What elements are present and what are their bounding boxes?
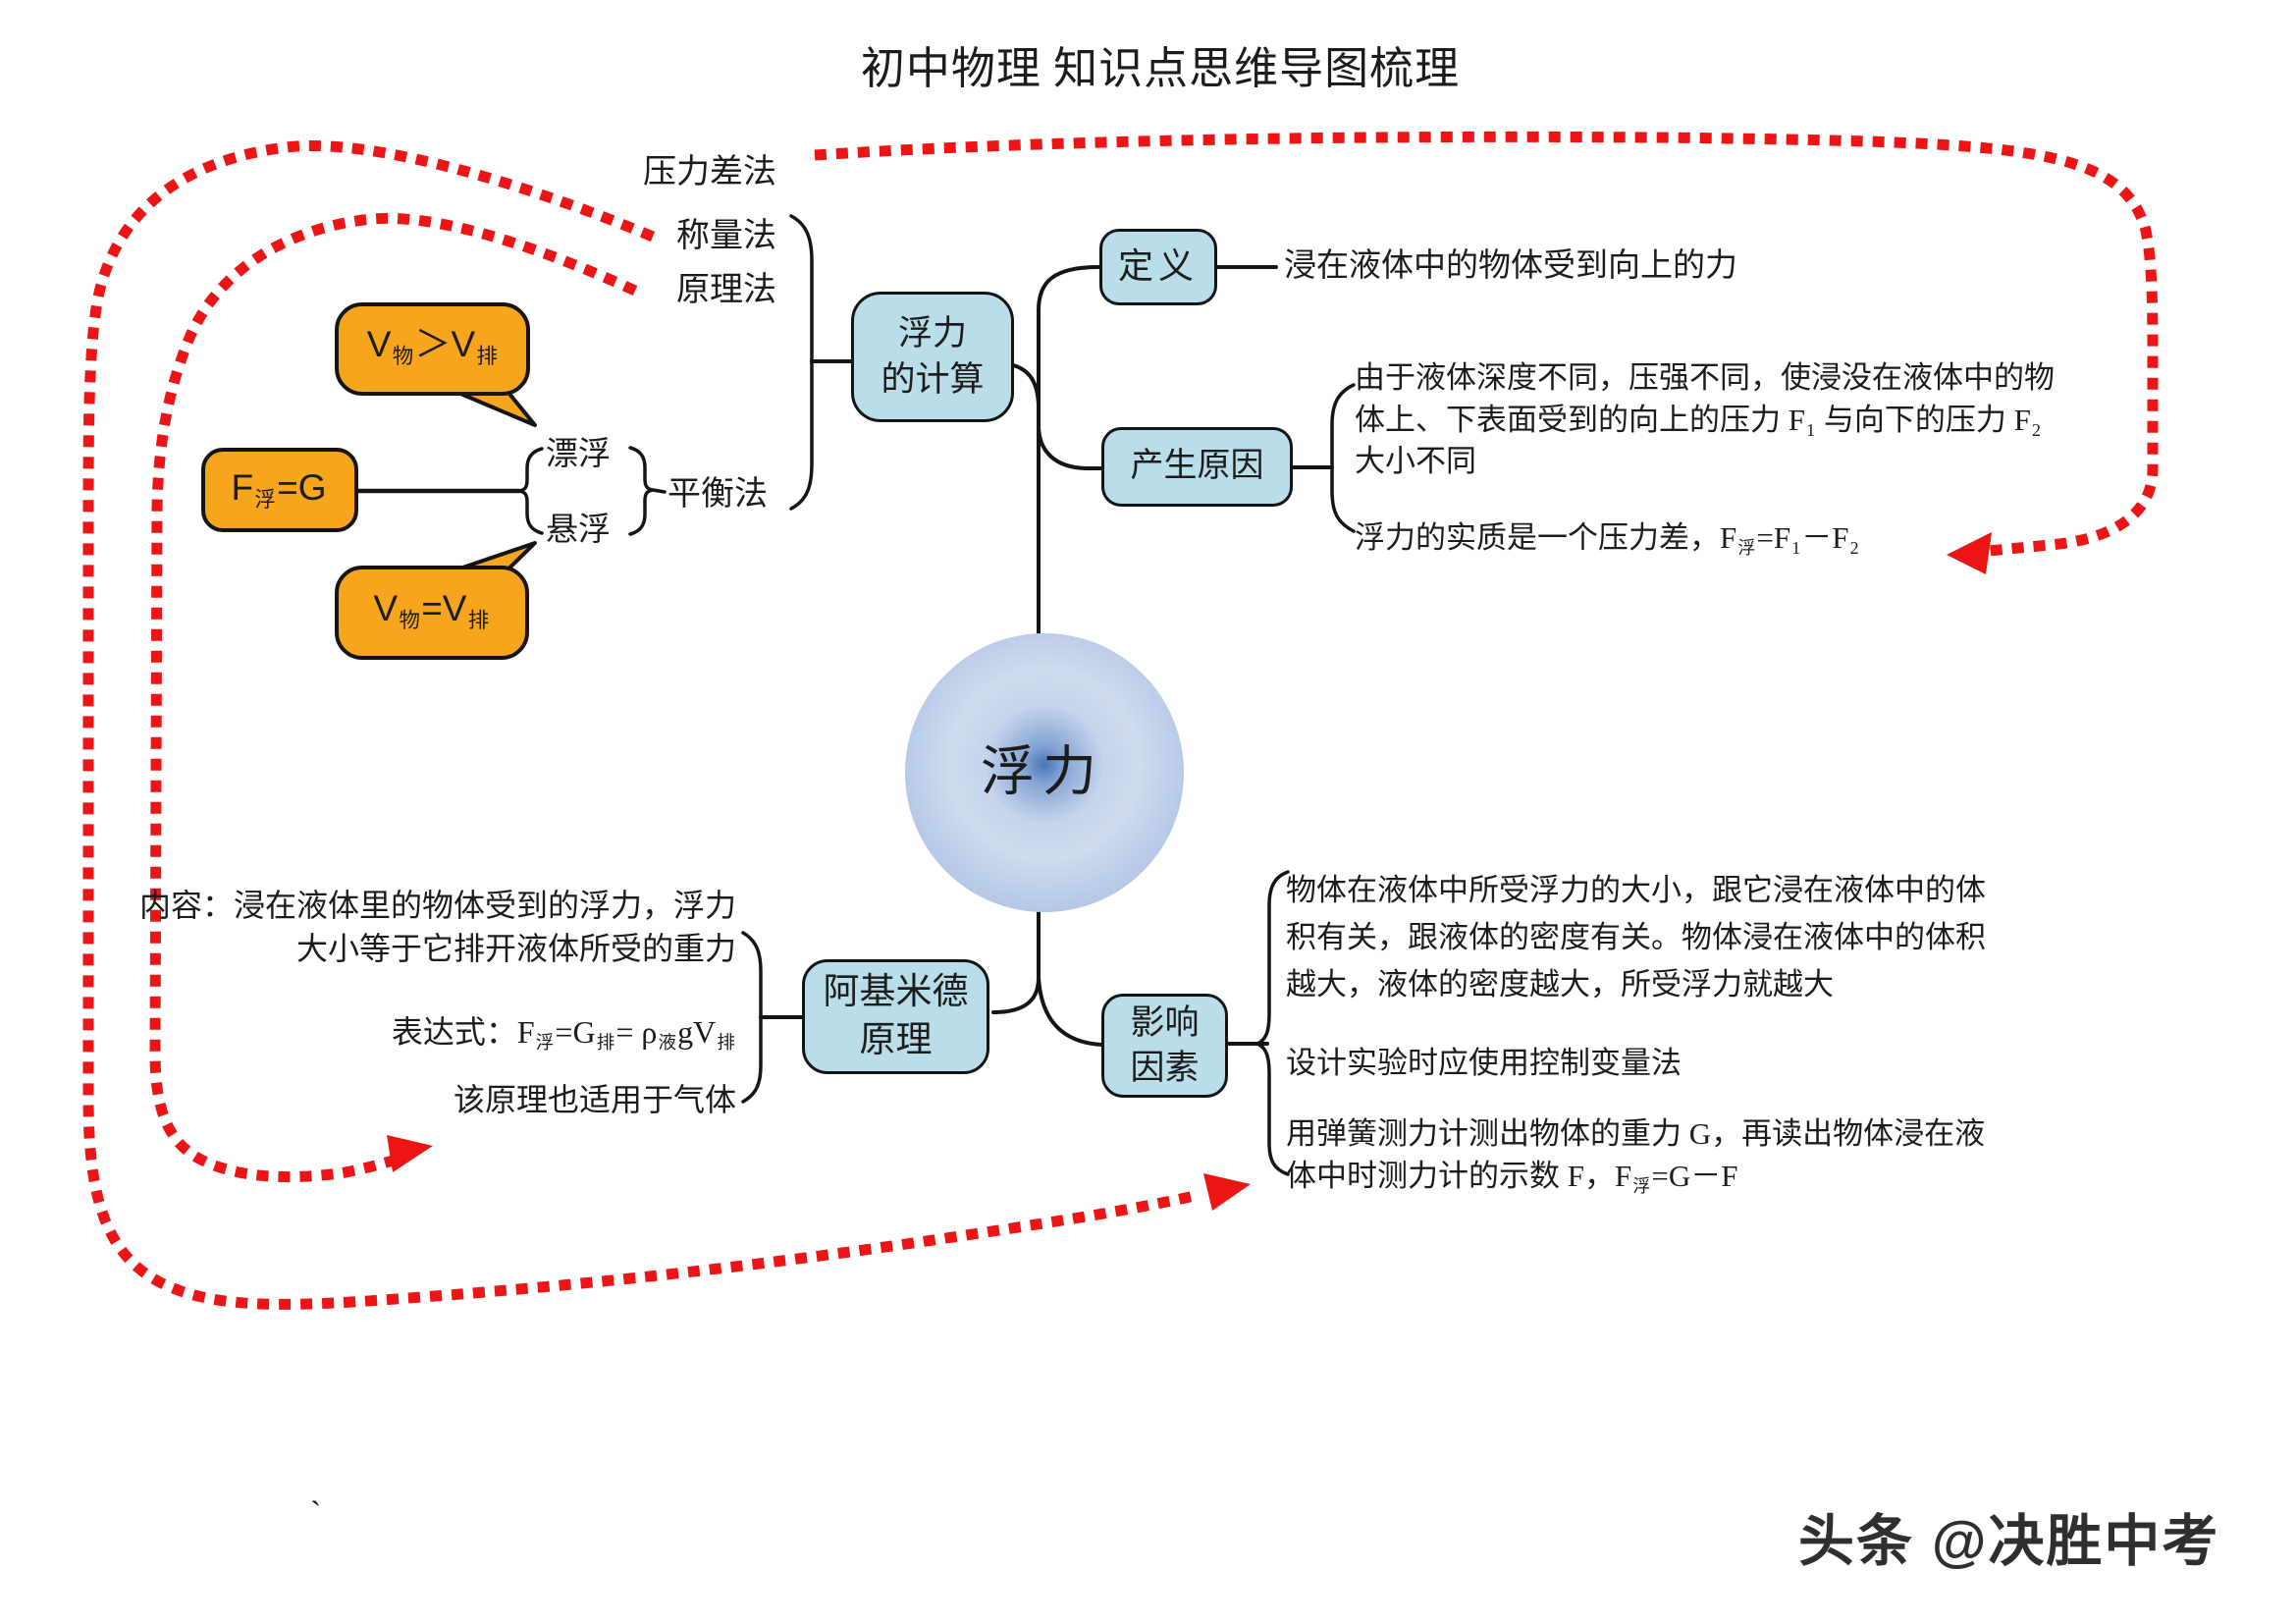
- center-topic-circle: [905, 633, 1184, 912]
- trunk-to-factors-curve: [1037, 976, 1104, 1047]
- node-factors-line1: 影响: [1130, 1002, 1200, 1042]
- states-open-brace: [518, 447, 544, 535]
- bubble-bottom-formula: V物=V排: [373, 587, 490, 632]
- bubble-top-shape: [335, 302, 530, 396]
- node-buoyancy-calculation-line2: 的计算: [881, 359, 985, 399]
- center-topic-label: 浮力: [980, 741, 1105, 802]
- method-weighing: 称量法: [676, 218, 776, 254]
- method-balance: 平衡法: [667, 476, 768, 513]
- cause-text-line3: 大小不同: [1355, 444, 1476, 478]
- node-cause-label: 产生原因: [1130, 448, 1264, 485]
- factors-para1-line3: 越大，液体的密度越大，所受浮力就越大: [1286, 967, 1834, 1001]
- trunk-line: [1037, 265, 1100, 982]
- stray-mark: `: [310, 1495, 322, 1532]
- factors-curly-brace: [1253, 870, 1290, 1176]
- definition-text: 浸在液体中的物体受到向上的力: [1284, 248, 1737, 284]
- cause-text-line2: 体上、下表面受到的向上的压力 F1 与向下的压力 F2: [1355, 403, 2041, 440]
- factors-para1-line1: 物体在液体中所受浮力的大小，跟它浸在液体中的体: [1286, 873, 1986, 907]
- arrow-weighing-method-path: [82, 140, 1201, 1310]
- node-buoyancy-calculation: 浮力 的计算: [851, 292, 1014, 422]
- arrow-pressure-diff-path: [814, 131, 2159, 557]
- cause-text-line1: 由于液体深度不同，压强不同，使浸没在液体中的物: [1355, 360, 2055, 395]
- bubble-bottom-shape: [335, 566, 529, 660]
- red-dotted-arrows: [82, 131, 2159, 1310]
- cause-essence-text: 浮力的实质是一个压力差，F浮=F1－F2: [1355, 520, 1859, 558]
- cause-paren-bracket: [1330, 383, 1356, 533]
- node-archimedes-line2: 原理: [859, 1019, 933, 1060]
- state-suspended: 悬浮: [546, 513, 611, 548]
- archimedes-paren-bracket: [741, 931, 763, 1104]
- states-close-brace: [628, 446, 654, 536]
- arrow-principle-method-path: [149, 212, 638, 1183]
- node-definition-label: 定义: [1117, 246, 1199, 287]
- node-archimedes-line1: 阿基米德: [823, 971, 969, 1012]
- node-cause: 产生原因: [1101, 427, 1293, 507]
- node-factors: 影响 因素: [1101, 994, 1228, 1098]
- archimedes-content-line2: 大小等于它排开液体所受的重力: [295, 931, 736, 966]
- balance-formula: F浮=G: [231, 466, 327, 512]
- arrowhead-weighing: [1203, 1173, 1251, 1211]
- black-connectors: [353, 214, 1356, 1176]
- method-principle: 原理法: [676, 272, 776, 308]
- method-pressure-diff: 压力差法: [643, 154, 776, 190]
- factors-para2: 设计实验时应使用控制变量法: [1286, 1046, 1682, 1080]
- cause-branch-curve: [1037, 423, 1104, 470]
- archimedes-gas-note: 该原理也适用于气体: [453, 1082, 736, 1117]
- page-title: 初中物理 知识点思维导图梳理: [860, 44, 1461, 93]
- methods-paren-bracket: [789, 214, 814, 511]
- trunk-to-archimedes-curve: [991, 976, 1041, 1014]
- brace-to-balance-line: [651, 488, 667, 494]
- calc-to-trunk-curve: [1011, 363, 1041, 406]
- arrowhead-principle: [387, 1135, 433, 1172]
- node-definition: 定义: [1099, 229, 1217, 305]
- archimedes-expression: 表达式：F浮=G排= ρ液gV排: [391, 1014, 735, 1054]
- speech-bubbles: [201, 302, 537, 660]
- factors-para3-line2: 体中时测力计的示数 F，F浮=G－F: [1286, 1159, 1738, 1196]
- balance-formula-box: [201, 448, 358, 532]
- factors-para3-line1: 用弹簧测力计测出物体的重力 G，再读出物体浸在液: [1286, 1116, 1986, 1151]
- archimedes-content-line1: 内容：浸在液体里的物体受到的浮力，浮力: [138, 888, 736, 923]
- bubble-top-formula: V物＞V排: [366, 323, 498, 368]
- node-buoyancy-calculation-line1: 浮力: [897, 314, 967, 353]
- factors-para1-line2: 积有关，跟液体的密度有关。物体浸在液体中的体积: [1286, 920, 1986, 954]
- state-floating: 漂浮: [546, 437, 611, 472]
- watermark: 头条 @决胜中考: [1798, 1510, 2220, 1573]
- red-arrowheads: [387, 532, 1992, 1211]
- node-factors-line2: 因素: [1130, 1049, 1200, 1087]
- node-archimedes: 阿基米德 原理: [802, 959, 989, 1074]
- arrowhead-pressure-diff: [1947, 532, 1992, 574]
